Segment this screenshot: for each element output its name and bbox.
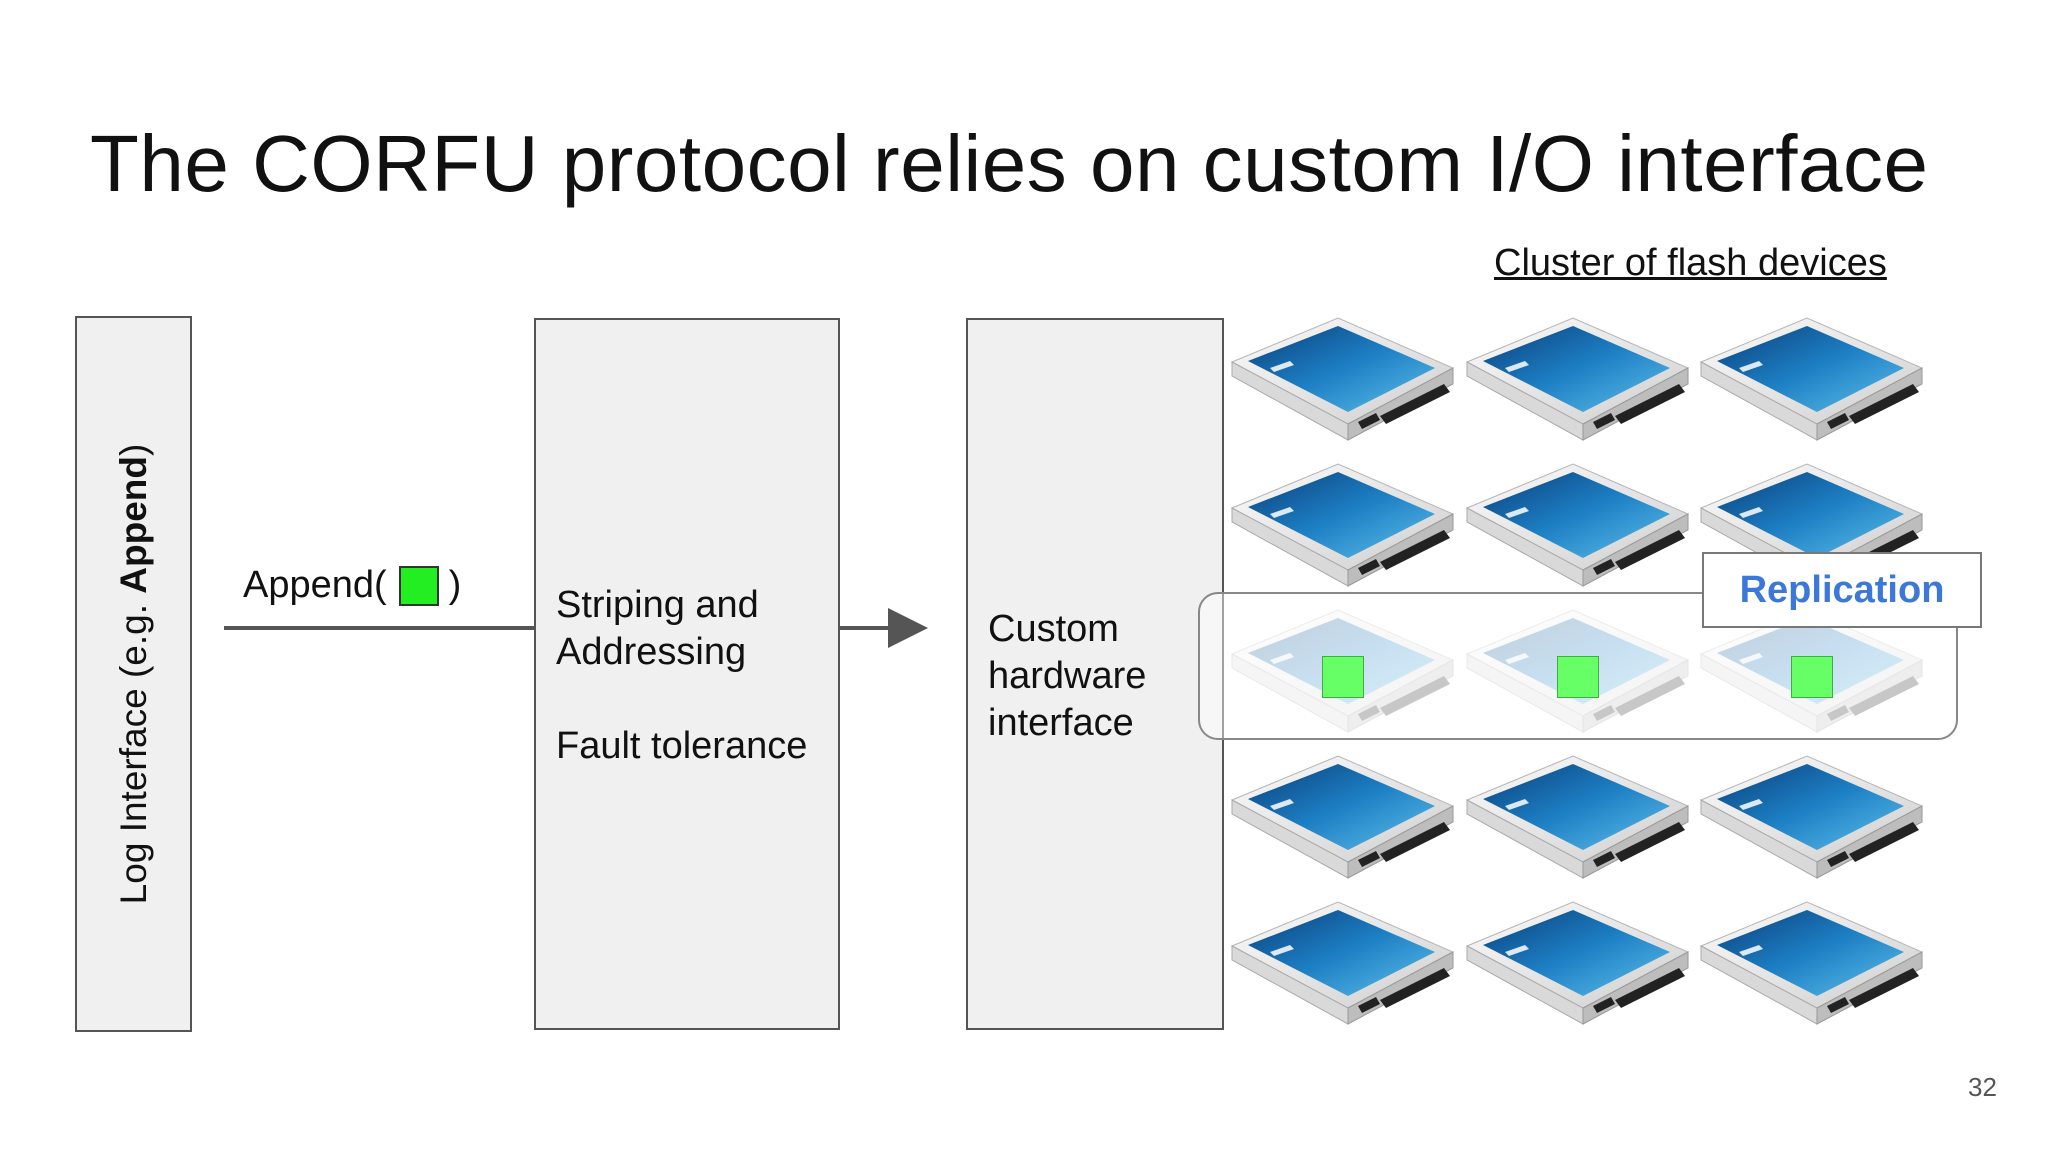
replica-block-icon <box>1557 656 1599 698</box>
ssd-drive-icon <box>1230 900 1455 1040</box>
striping-line-1: Striping and <box>556 584 759 626</box>
ssd-drive-icon <box>1699 900 1924 1040</box>
ssd-drive-icon <box>1699 316 1924 456</box>
ssd-drive-icon <box>1465 462 1690 602</box>
ssd-drive-icon <box>1465 754 1690 894</box>
append-suffix: ) <box>448 564 462 606</box>
striping-line-3: Fault tolerance <box>556 725 808 767</box>
replica-block-icon <box>1322 656 1364 698</box>
replica-block-icon <box>1791 656 1833 698</box>
ssd-drive-icon <box>1465 316 1690 456</box>
hardware-interface-text: Custom hardware interface <box>988 606 1146 747</box>
replication-label: Replication <box>1739 568 1945 611</box>
page-number: 32 <box>1968 1072 1997 1102</box>
slide-title: The CORFU protocol relies on custom I/O … <box>90 119 1929 208</box>
hardware-line-1: Custom <box>988 608 1119 650</box>
log-interface-box: Log Interface (e.g. Append) <box>75 316 192 1032</box>
striping-text: Striping and Addressing Fault tolerance <box>556 582 807 770</box>
ssd-drive-icon <box>1230 754 1455 894</box>
striping-line-2: Addressing <box>556 631 747 673</box>
hardware-interface-box: Custom hardware interface <box>966 318 1224 1030</box>
ssd-drive-icon <box>1699 754 1924 894</box>
append-call-label: Append( ) <box>243 564 461 607</box>
replication-label-box: Replication <box>1702 552 1982 628</box>
striping-box: Striping and Addressing Fault tolerance <box>534 318 840 1030</box>
ssd-drive-icon <box>1465 900 1690 1040</box>
hardware-line-2: hardware <box>988 655 1147 697</box>
ssd-drive-icon <box>1230 462 1455 602</box>
data-block-icon <box>398 565 439 606</box>
hardware-line-3: interface <box>988 702 1134 744</box>
ssd-drive-icon <box>1230 316 1455 456</box>
cluster-label: Cluster of flash devices <box>1494 242 1887 284</box>
append-prefix: Append( <box>243 564 387 606</box>
